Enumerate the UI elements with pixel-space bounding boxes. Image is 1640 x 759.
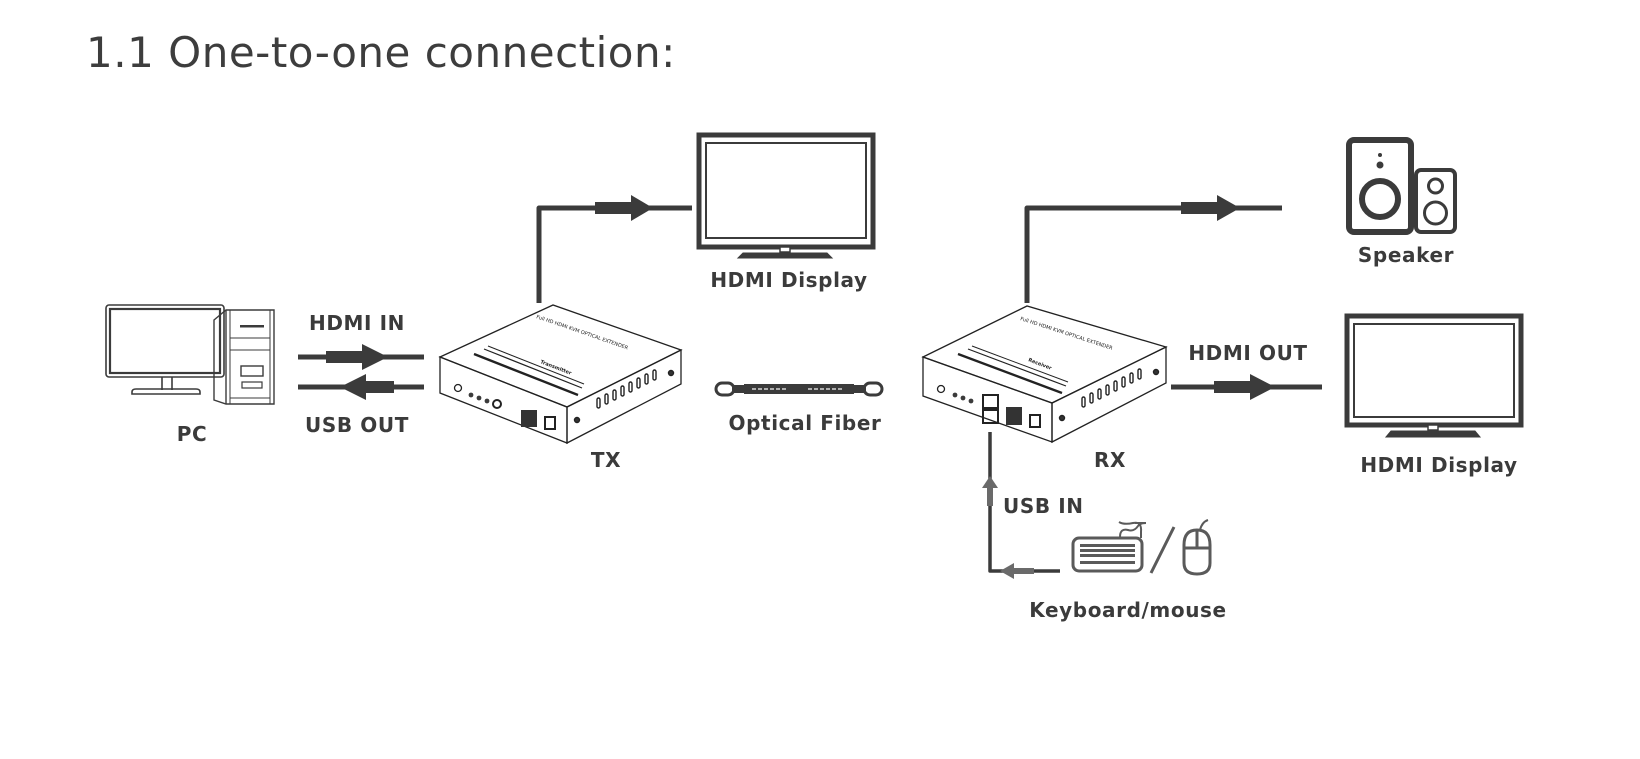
- slash-divider: [1149, 526, 1176, 574]
- hdmi-in-arrow: [298, 344, 424, 370]
- mouse-icon: [1182, 519, 1212, 576]
- rx-device-icon: Full HD HDMI KVM OPTICAL EXTENDER Receiv…: [921, 305, 1168, 444]
- keyboard-icon: [1071, 521, 1147, 573]
- hdmi-out-label: HDMI OUT: [1188, 341, 1307, 365]
- usb-out-label: USB OUT: [305, 413, 409, 437]
- rx-speaker-arrow: [1024, 195, 1282, 303]
- usb-out-arrow: [298, 374, 424, 400]
- rx-label: RX: [1094, 448, 1126, 472]
- hdmi-out-arrow: [1171, 374, 1322, 400]
- tx-hdmi-display-arrow: [536, 195, 692, 303]
- pc-icon: [105, 304, 275, 405]
- rx-top-text: Full HD HDMI KVM OPTICAL EXTENDER: [1019, 316, 1113, 352]
- hdmi-in-label: HDMI IN: [309, 311, 405, 335]
- rx-hdmi-display-label: HDMI Display: [1360, 453, 1517, 477]
- tx-hdmi-display-label: HDMI Display: [710, 268, 867, 292]
- speaker-label: Speaker: [1358, 243, 1454, 267]
- tx-device-icon: Full HD HDMI KVM OPTICAL EXTENDER Transm…: [438, 304, 683, 445]
- optical-fiber-label: Optical Fiber: [729, 411, 882, 435]
- rx-panel-text: Receiver: [1027, 357, 1052, 372]
- rx-hdmi-display-icon: [1344, 313, 1524, 438]
- usb-in-arrow: [982, 432, 1060, 579]
- tx-label: TX: [591, 448, 621, 472]
- usb-in-label: USB IN: [1003, 494, 1084, 518]
- page-title: 1.1 One-to-one connection:: [86, 28, 676, 77]
- optical-fiber-icon: [714, 381, 884, 397]
- speaker-icon: [1346, 137, 1457, 235]
- pc-label: PC: [177, 422, 208, 446]
- tx-top-text: Full HD HDMI KVM OPTICAL EXTENDER: [535, 314, 629, 351]
- tx-hdmi-display-icon: [696, 132, 876, 259]
- keyboard-mouse-label: Keyboard/mouse: [1029, 598, 1226, 622]
